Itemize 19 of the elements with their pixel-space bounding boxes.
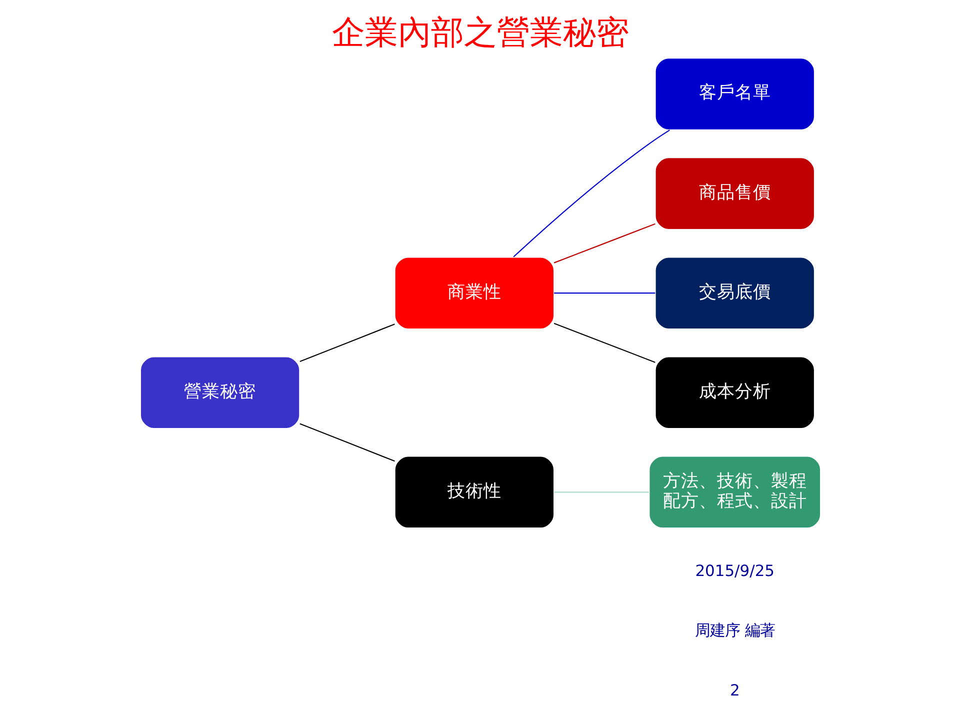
connector — [299, 423, 394, 462]
node-box: 商業性 — [394, 256, 554, 330]
node-box: 技術性 — [394, 456, 554, 529]
connector — [553, 322, 655, 363]
node-box: 交易底價 — [654, 256, 815, 330]
connector — [554, 492, 648, 493]
connector — [299, 324, 394, 362]
connector — [553, 223, 655, 264]
label: 2015/9/25 — [694, 562, 774, 580]
connector — [512, 130, 670, 258]
label: 周建序 編著 — [694, 622, 774, 640]
node-box: 營業秘密 — [139, 356, 300, 430]
diagram-title: 企業內部之營業秘密 — [332, 12, 628, 52]
node-box: 成本分析 — [654, 356, 815, 430]
node-box: 商品售價 — [654, 157, 815, 230]
label: 2 — [729, 681, 740, 700]
node-box: 方法、技術、製程 配方、程式、設計 — [648, 456, 821, 529]
node-box: 客戶名單 — [654, 58, 815, 131]
connector — [554, 292, 655, 294]
